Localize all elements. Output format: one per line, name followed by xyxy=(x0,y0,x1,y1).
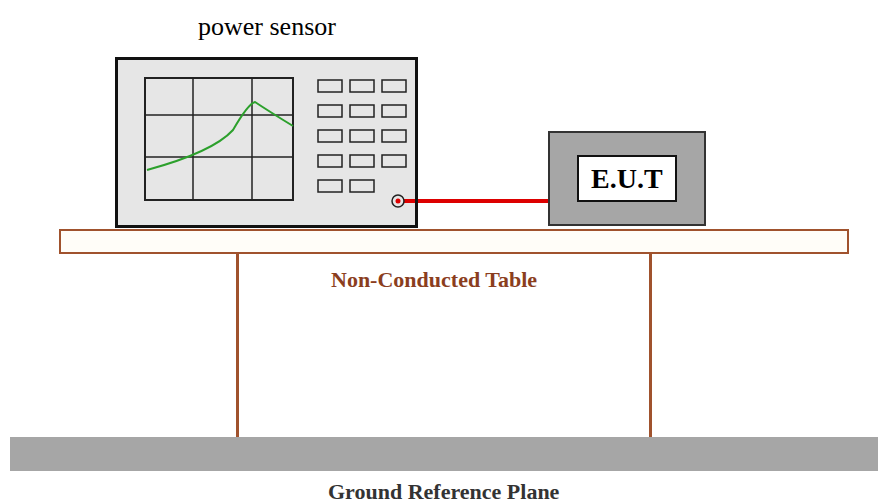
table-label: Non-Conducted Table xyxy=(328,267,540,293)
grid-line xyxy=(145,114,293,116)
panel-button xyxy=(318,105,342,117)
panel-button xyxy=(318,180,342,192)
panel-button xyxy=(382,130,406,142)
instrument-panel xyxy=(118,60,415,225)
panel-button xyxy=(318,155,342,167)
rf-port xyxy=(392,195,404,207)
panel-button xyxy=(318,130,342,142)
cable-stub xyxy=(403,199,415,203)
panel-button xyxy=(382,80,406,92)
panel-button xyxy=(350,80,374,92)
grid-line xyxy=(145,156,293,158)
panel-button xyxy=(350,155,374,167)
panel-button xyxy=(382,155,406,167)
rf-cable xyxy=(418,199,548,203)
grid-line xyxy=(251,78,253,200)
table-top xyxy=(60,230,848,253)
instrument-box: power sensor xyxy=(115,57,418,228)
screen xyxy=(145,78,293,200)
rf-port-pin xyxy=(396,199,401,204)
ground-label: Ground Reference Plane xyxy=(325,479,562,503)
grid-line xyxy=(192,78,194,200)
table-leg xyxy=(649,250,652,438)
trace-curve xyxy=(147,102,293,170)
panel-button xyxy=(318,80,342,92)
panel-button xyxy=(382,105,406,117)
eut-text: E.U.T xyxy=(591,163,663,195)
table-leg xyxy=(236,250,239,438)
ground-plane xyxy=(10,437,878,471)
instrument-heading: power sensor xyxy=(198,12,336,42)
panel-button xyxy=(350,105,374,117)
eut-label-plate: E.U.T xyxy=(577,155,677,202)
panel-button xyxy=(350,130,374,142)
eut-box: E.U.T xyxy=(548,131,706,226)
panel-button xyxy=(350,180,374,192)
